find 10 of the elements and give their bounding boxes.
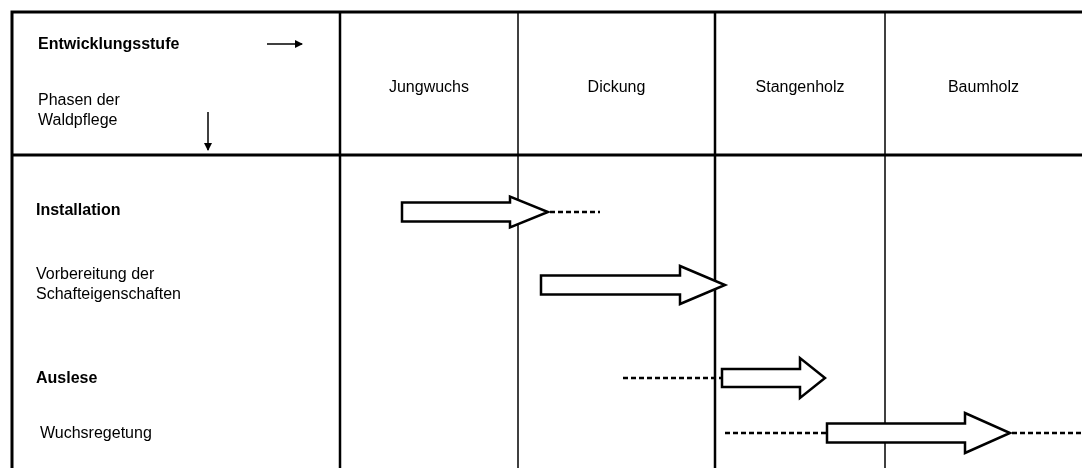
column-header: Baumholz [946, 77, 1021, 97]
column-header: Stangenholz [754, 77, 846, 97]
row-label: Vorbereitung der Schafteigenschaften [36, 264, 182, 304]
row-label: Auslese [36, 368, 99, 388]
column-header: Dickung [586, 77, 647, 97]
row-label: Wuchsregetung [40, 423, 153, 443]
row-label: Installation [36, 200, 122, 220]
axis-label: Entwicklungsstufe [38, 34, 181, 54]
column-header: Jungwuchs [387, 77, 470, 97]
axis-label: Phasen der Waldpflege [38, 90, 121, 130]
